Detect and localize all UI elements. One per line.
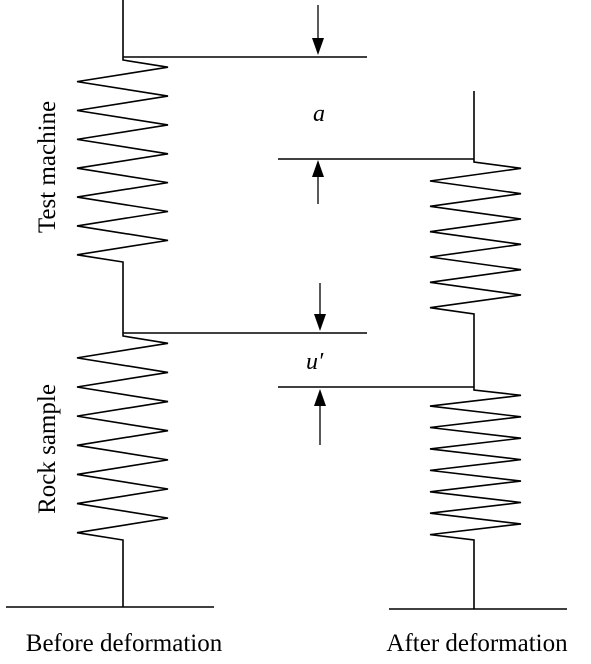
rock-sample-label: Rock sample xyxy=(34,384,61,514)
displacement-a-label: a xyxy=(313,101,325,127)
test-machine-label: Test machine xyxy=(34,101,61,233)
after-machine-spring xyxy=(429,159,522,387)
arrow-u-bottom xyxy=(314,389,326,445)
before-assembly xyxy=(6,0,367,608)
before-deformation-caption: Before deformation xyxy=(26,630,223,657)
before-rock-spring xyxy=(76,333,169,607)
displacement-u-prime-label: u′ xyxy=(306,349,324,375)
arrow-a-bottom xyxy=(312,160,324,204)
after-assembly xyxy=(278,91,567,610)
arrow-a-top xyxy=(312,5,324,55)
before-machine-spring xyxy=(76,57,169,333)
after-deformation-caption: After deformation xyxy=(386,630,568,657)
arrow-u-top xyxy=(314,283,326,331)
after-rock-spring xyxy=(429,387,522,609)
